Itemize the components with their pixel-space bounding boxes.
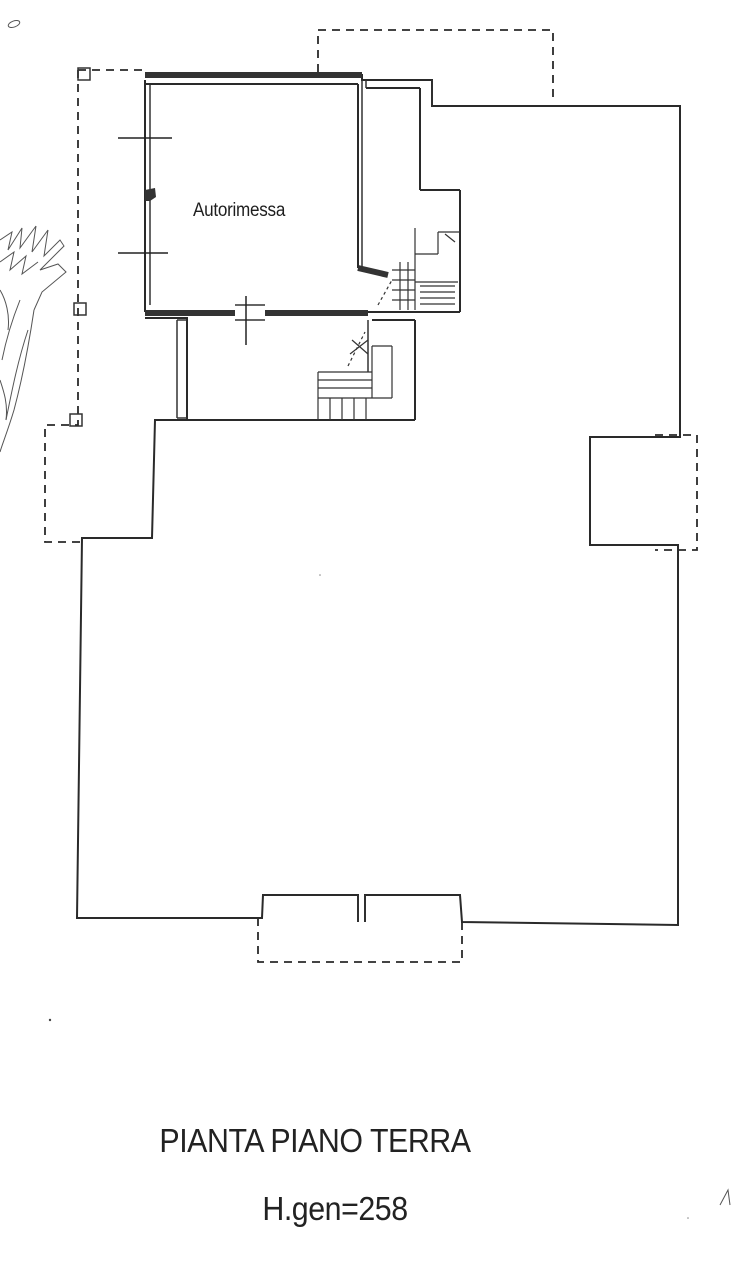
small-square-low: [69, 413, 83, 427]
door-ticks: [118, 137, 247, 345]
dashed-top-canopy: [317, 29, 554, 102]
plan-title: PIANTA PIANO TERRA: [159, 1122, 471, 1159]
entrance-door: [357, 895, 366, 922]
stray-marks: [7, 20, 731, 1219]
garage-outlet-mark: [145, 188, 156, 201]
height-note: H.gen=258: [262, 1190, 408, 1227]
room-label-garage: Autorimessa: [193, 200, 286, 221]
main-exterior-wall: [75, 74, 681, 927]
lower-stair-room: [176, 318, 416, 421]
lower-staircase: [317, 331, 393, 420]
tree-sketch: [0, 225, 67, 453]
dashed-right-balcony: [655, 434, 698, 551]
dashed-left-terrace: [44, 69, 145, 543]
garage: [144, 72, 389, 321]
upper-staircase: [377, 228, 460, 310]
upper-stair-hall: [361, 80, 461, 313]
dashed-bottom-entrance: [257, 918, 463, 963]
small-square-top: [77, 67, 91, 81]
small-square-mid: [73, 302, 87, 316]
